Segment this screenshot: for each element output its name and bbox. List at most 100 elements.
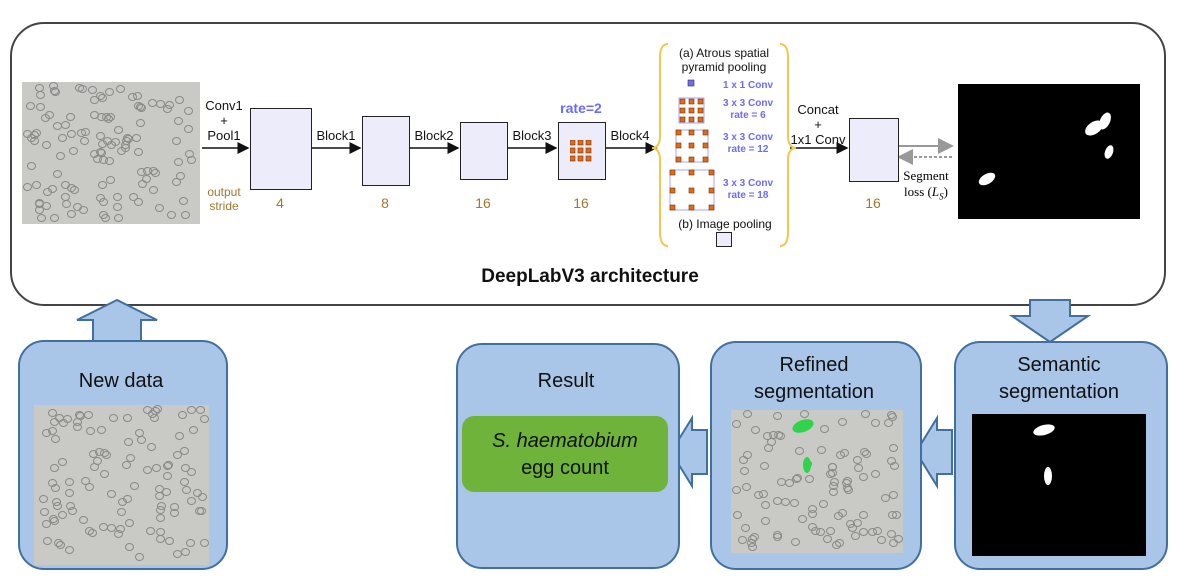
refined-image [731,410,903,553]
microscopy-cell [881,494,890,502]
microscopy-cell [853,456,862,464]
microscopy-cell [135,553,144,561]
architecture-title: DeepLabV3 architecture [481,266,699,287]
microscopy-cell [58,511,67,519]
microscopy-cell [147,443,156,451]
left-arrow-refined [914,414,953,490]
aspp-right-brace [779,43,797,247]
microscopy-cell [125,519,134,527]
microscopy-cell [136,103,145,111]
microscopy-cell [776,432,785,440]
microscopy-cell [56,152,65,160]
microscopy-cell [37,214,46,222]
stride-16-c: 16 [865,195,881,211]
microscopy-cell [40,508,49,516]
microscopy-cell [163,472,172,480]
microscopy-cell [48,185,57,193]
microscopy-cell [861,410,870,418]
microscopy-cell [200,539,209,547]
microscopy-cell [137,436,146,444]
microscopy-cell [63,415,72,423]
block3-label: Block3 [512,128,552,143]
microscopy-cell [88,86,97,94]
microscopy-cell [180,447,189,455]
microscopy-cell [48,479,57,487]
microscopy-cell [58,134,67,142]
microscopy-cell [165,537,174,545]
microscopy-cell [89,450,98,458]
microscopy-cell [43,537,52,545]
microscopy-cell [862,450,871,458]
microscopy-cell [820,425,829,433]
microscopy-cell [117,508,126,516]
species-name: S. haematobium [492,430,638,452]
microscopy-cell [189,426,198,434]
microscopy-cell [760,462,769,470]
microscopy-cell [187,156,196,164]
stride-8: 8 [381,195,389,211]
microscopy-cell [99,211,108,219]
microscopy-cell [155,204,164,212]
microscopy-cell [138,180,147,188]
microscopy-cell [763,432,772,440]
microscopy-cell [200,415,209,423]
microscopy-cell [134,198,143,206]
semantic-mask-image [972,414,1146,556]
microscopy-cell [748,535,757,543]
input-microscopy-image [22,82,200,224]
result-title: Result [537,370,595,392]
microscopy-cell [136,119,145,127]
block1-label: Block1 [316,128,356,143]
microscopy-cell [175,96,184,104]
microscopy-cell [79,516,88,524]
feature-box-1 [250,108,312,190]
concat-label: Concat + 1x1 Conv [790,102,846,147]
microscopy-cell [152,464,161,472]
microscopy-cell [184,107,193,115]
aspp-3x3-rate18: 3 x 3 Conv rate = 18 [722,178,774,201]
microscopy-cell [819,500,828,508]
microscopy-cell [143,466,152,474]
microscopy-cell [187,406,196,414]
microscopy-cell [853,519,862,527]
microscopy-cell [51,435,60,443]
microscopy-cell [65,478,74,486]
microscopy-cell [99,523,108,531]
stride-16-a: 16 [475,195,491,211]
microscopy-cell [90,463,99,471]
microscopy-cell [54,539,63,547]
microscopy-cell [826,470,835,478]
microscopy-cell [36,103,45,111]
microscopy-cell [105,88,114,96]
microscopy-cell [113,193,122,201]
microscopy-cell [117,147,126,155]
feature-box-3 [460,122,508,180]
microscopy-cell [41,114,50,122]
stride-4: 4 [276,195,284,211]
microscopy-cell [817,446,826,454]
microscopy-cell [740,467,749,475]
microscopy-cell [187,497,196,505]
microscopy-cell [888,511,897,519]
microscopy-cell [42,141,51,149]
microscopy-cell [795,447,804,455]
microscopy-cell [107,524,116,532]
microscopy-cell [107,490,116,498]
microscopy-cell [98,140,107,148]
microscopy-cell [114,126,123,134]
feature-box-5 [849,118,899,182]
stride-16-b: 16 [573,195,589,211]
microscopy-cell [118,498,127,506]
new-data-title: New data [78,370,164,392]
microscopy-cell [777,478,786,486]
microscopy-cell [80,137,89,145]
egg-count-box: S. haematobium egg count [462,416,668,492]
microscopy-cell [122,137,131,145]
microscopy-cell [826,527,835,535]
microscopy-cell [170,509,179,517]
microscopy-cell [156,514,165,522]
microscopy-cell [859,473,868,481]
microscopy-cell [157,502,166,510]
microscopy-cell [743,410,752,418]
